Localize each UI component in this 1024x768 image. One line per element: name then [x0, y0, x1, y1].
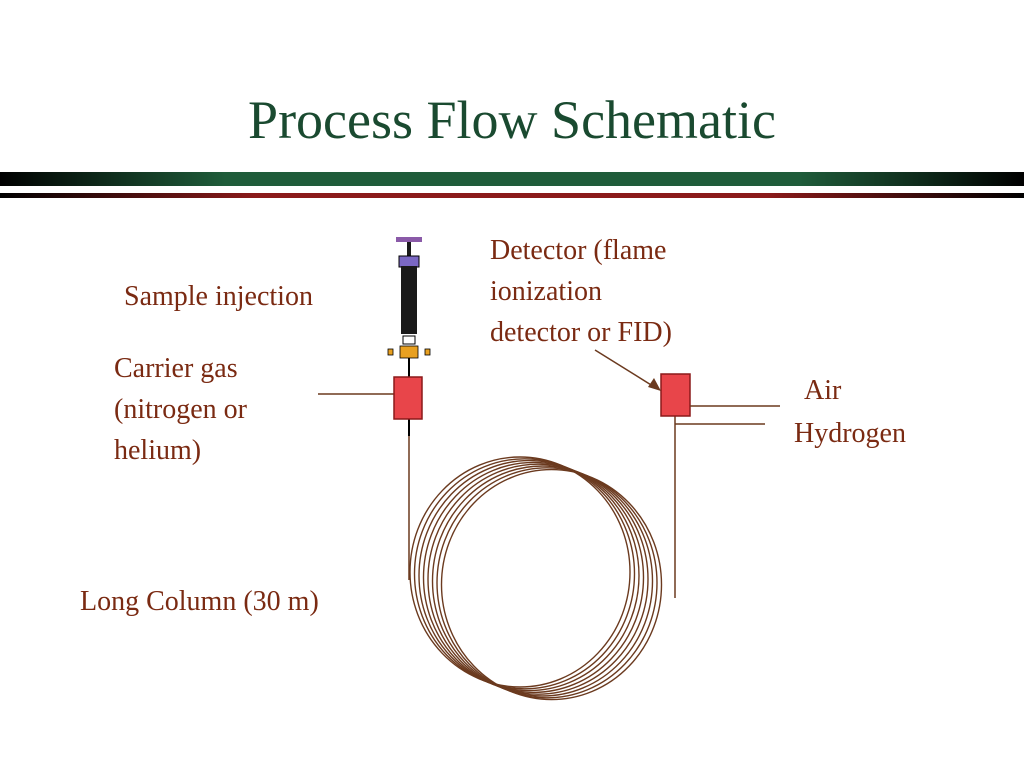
syringe-barrel-window — [402, 335, 416, 345]
detector-pointer-line — [594, 349, 657, 389]
detector-label-line-1: Detector (flame — [490, 235, 667, 266]
title-underline-band — [0, 172, 1024, 186]
column-coil-loop — [409, 456, 631, 688]
sample-injection-label: Sample injection — [124, 281, 313, 312]
carrier-gas-line-1: Carrier gas — [114, 353, 238, 384]
column-coil-loop — [413, 458, 636, 690]
carrier-gas-line-3: helium) — [114, 435, 202, 466]
column-coil-loop — [440, 468, 663, 701]
column-coil-loop — [431, 465, 654, 697]
carrier-gas-label: Carrier gas (nitrogen or helium) — [114, 348, 247, 471]
injector-block — [393, 376, 423, 420]
column-coil-loop — [418, 459, 640, 692]
syringe-band-tab-right — [424, 348, 431, 356]
detector-label: Detector (flame ionization detector or F… — [490, 230, 672, 353]
column-label: Long Column (30 m) — [80, 586, 319, 617]
syringe-plunger-cap — [396, 237, 422, 242]
syringe-plunger-rod — [407, 242, 411, 256]
hydrogen-label: Hydrogen — [794, 418, 906, 449]
column-coil-loop — [422, 461, 645, 694]
air-label: Air — [804, 375, 842, 406]
detector-pointer-arrowhead — [648, 378, 661, 391]
syringe-plunger-head — [398, 255, 420, 268]
detector-label-line-3: detector or FID) — [490, 317, 672, 348]
detector-label-line-2: ionization — [490, 276, 602, 307]
column-coil-loop — [427, 463, 649, 695]
syringe-band-tab-left — [387, 348, 394, 356]
syringe-barrel — [401, 266, 417, 334]
page-title: Process Flow Schematic — [248, 90, 776, 150]
detector-block — [660, 373, 691, 417]
title-underline-thin — [0, 193, 1024, 198]
carrier-gas-line-2: (nitrogen or — [114, 394, 247, 425]
column-coil — [409, 456, 663, 701]
syringe-band — [399, 345, 419, 359]
column-coil-loop — [436, 467, 658, 699]
